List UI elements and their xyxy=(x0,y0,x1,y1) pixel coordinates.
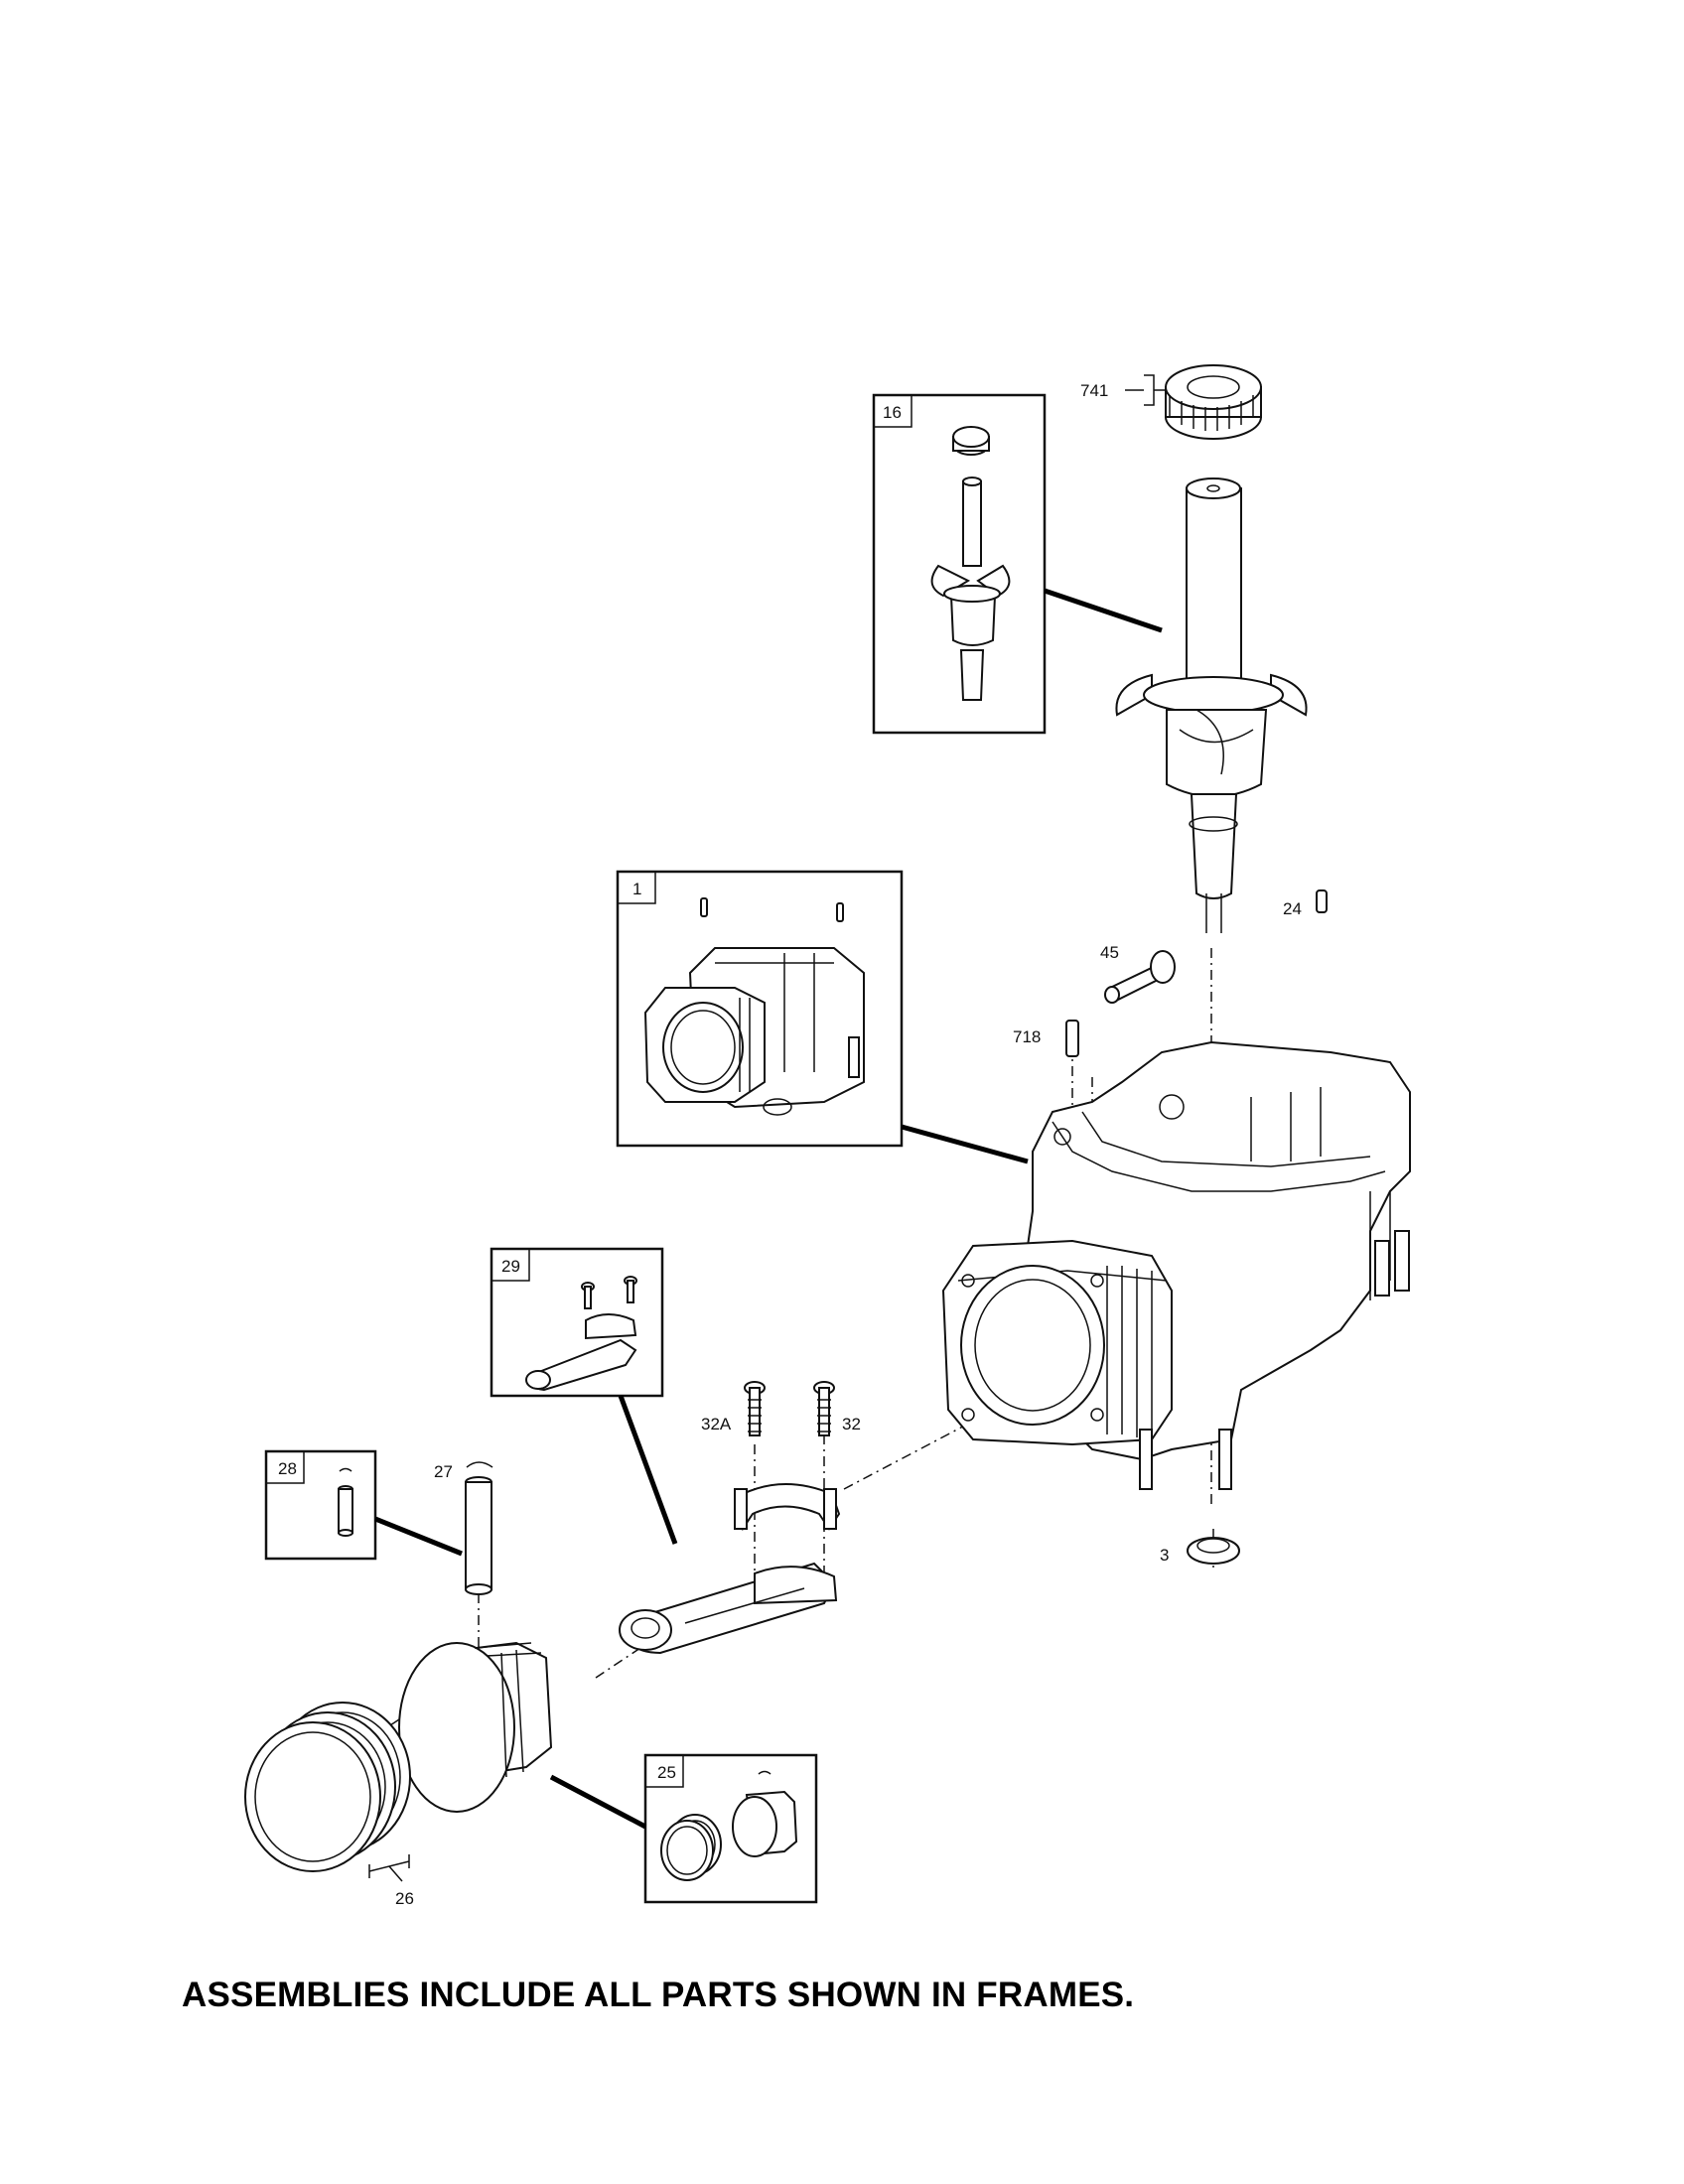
leader-29 xyxy=(618,1395,678,1545)
dowel-24 xyxy=(1316,889,1328,913)
seal-3 xyxy=(1187,1537,1240,1565)
label-718: 718 xyxy=(1013,1027,1041,1046)
gear-741 xyxy=(1165,364,1262,440)
leader-28 xyxy=(374,1516,463,1557)
label-24: 24 xyxy=(1283,899,1302,918)
bracket-26 xyxy=(368,1854,410,1882)
breather-45 xyxy=(1104,950,1176,1004)
bolt-32a xyxy=(744,1381,766,1436)
frame-28: 28 xyxy=(264,1449,377,1561)
assemblies-note: ASSEMBLIES INCLUDE ALL PARTS SHOWN IN FR… xyxy=(182,1976,1135,2014)
label-32: 32 xyxy=(842,1415,861,1433)
pin-718 xyxy=(1065,1020,1079,1057)
leader-25 xyxy=(549,1774,647,1830)
label-26: 26 xyxy=(395,1889,414,1908)
piston xyxy=(398,1641,553,1813)
crankshaft xyxy=(1115,478,1308,933)
label-45: 45 xyxy=(1100,943,1119,962)
frame-29-number: 29 xyxy=(501,1257,520,1276)
frame-29: 29 xyxy=(490,1247,664,1398)
label-27: 27 xyxy=(434,1462,453,1481)
connecting-rod xyxy=(619,1483,841,1655)
label-741: 741 xyxy=(1080,381,1108,400)
piston-pin xyxy=(465,1461,493,1595)
cylinder-block xyxy=(941,1040,1411,1490)
frame-28-number: 28 xyxy=(278,1459,297,1478)
piston-rings xyxy=(244,1702,411,1872)
label-32a: 32A xyxy=(701,1415,732,1433)
leader-1 xyxy=(901,1124,1029,1164)
frame-16-number: 16 xyxy=(883,403,902,422)
frame-25-number: 25 xyxy=(657,1763,676,1782)
bolt-32 xyxy=(813,1381,835,1436)
label-3: 3 xyxy=(1160,1546,1169,1565)
frame-25: 25 xyxy=(643,1753,818,1904)
leader-16 xyxy=(1044,588,1163,633)
frame-16: 16 xyxy=(872,393,1047,735)
bracket-741 xyxy=(1125,374,1167,406)
frame-1: 1 xyxy=(616,870,904,1148)
frame-1-number: 1 xyxy=(632,880,641,898)
clip-27 xyxy=(466,1461,493,1468)
